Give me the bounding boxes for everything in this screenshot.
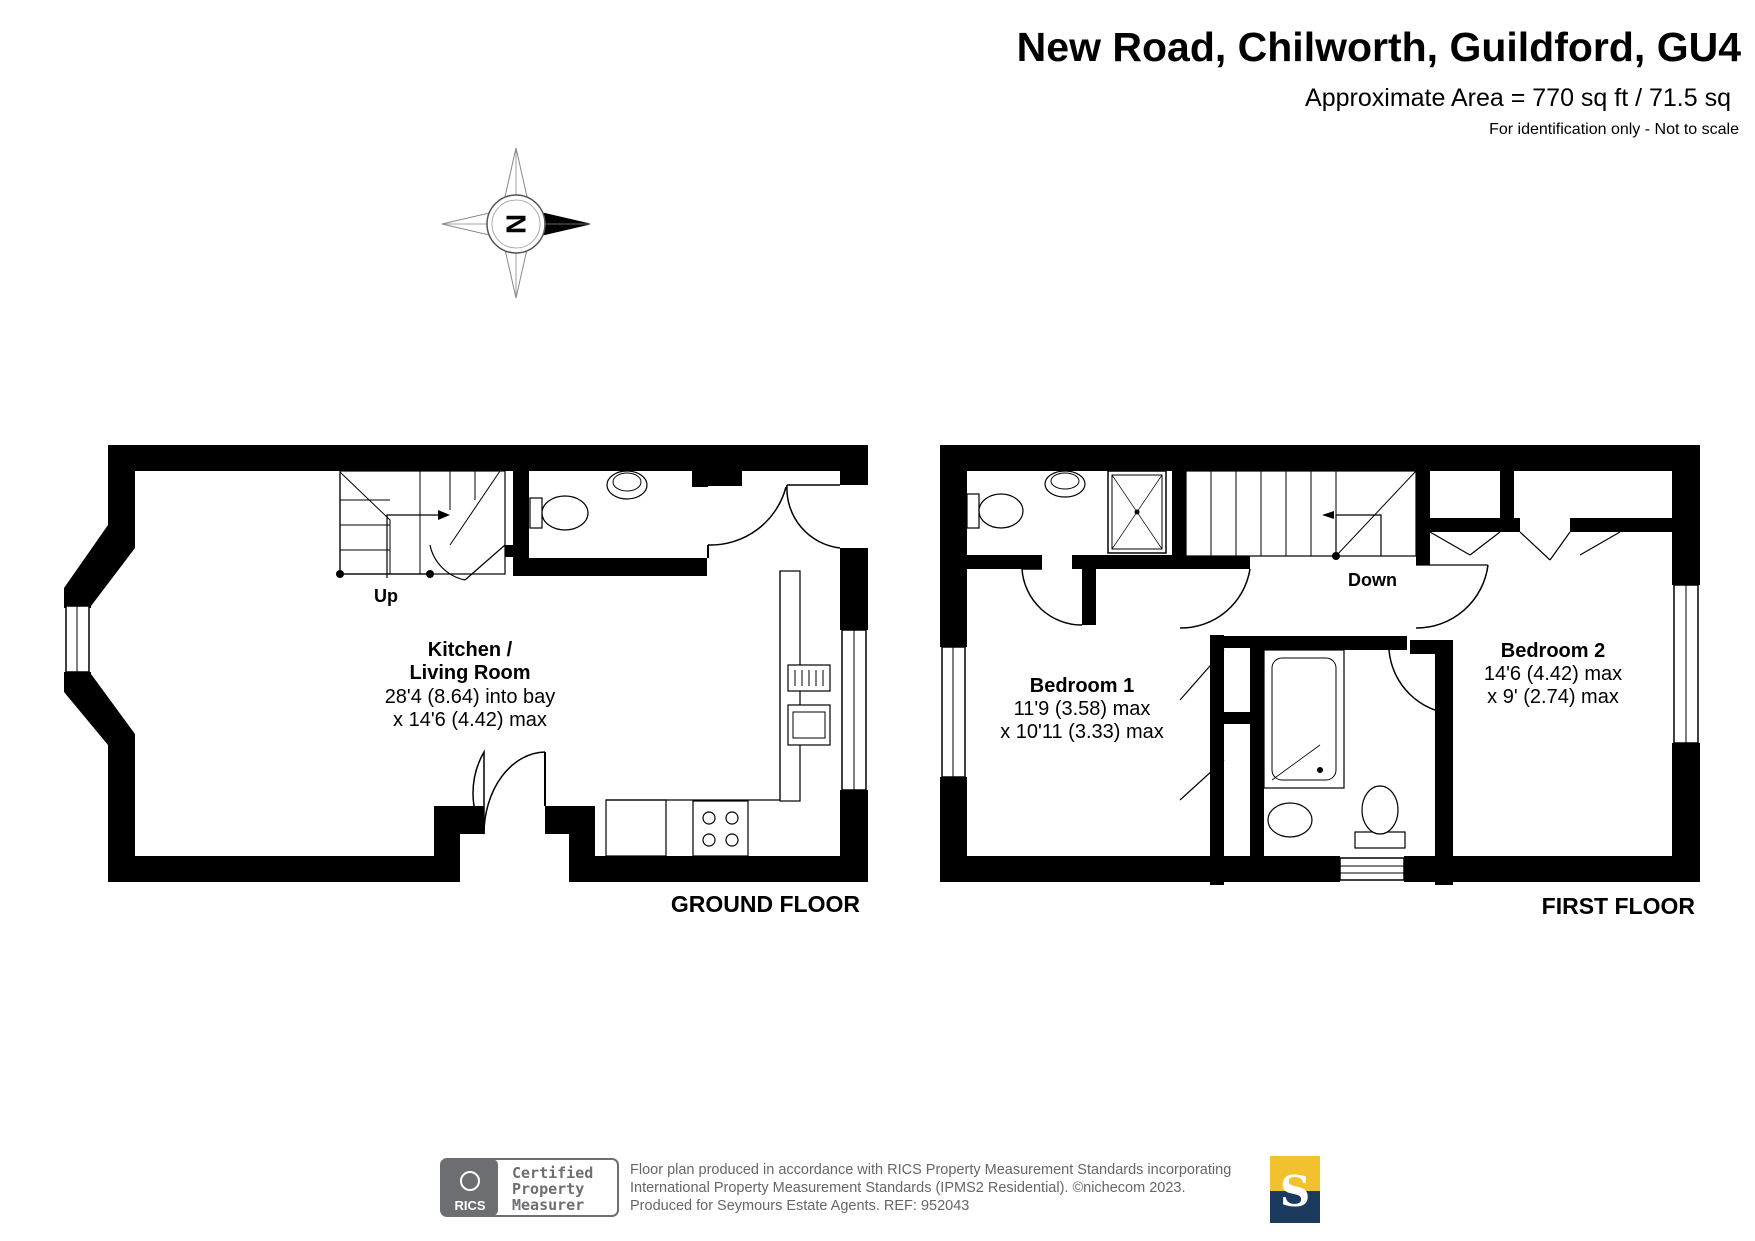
rics-logo-text: RICS: [454, 1198, 485, 1213]
footer-line-1: Floor plan produced in accordance with R…: [630, 1162, 1231, 1178]
room-dim-kitchen-1: 28'4 (8.64) into bay: [385, 686, 556, 708]
room-name-bedroom-1: Bedroom 1: [1030, 675, 1134, 697]
ground-floor-plan: [64, 445, 868, 882]
compass-north-label: N: [501, 214, 532, 234]
badge-line-3: Measurer: [512, 1196, 584, 1214]
agent-logo: S: [1270, 1156, 1320, 1223]
room-dim-bedroom-2-a: 14'6 (4.42) max: [1484, 663, 1622, 685]
first-floor-label: FIRST FLOOR: [1542, 893, 1696, 919]
ground-stairs-label: Up: [374, 586, 398, 606]
room-dim-bedroom-1-a: 11'9 (3.58) max: [1014, 698, 1151, 720]
rics-emblem-icon: [460, 1171, 480, 1191]
badge-line-2: Property: [512, 1180, 584, 1198]
rics-badge: RICS Certified Property Measurer: [440, 1158, 619, 1217]
page-title: New Road, Chilworth, Guildford, GU4: [1016, 24, 1741, 70]
first-floor-plan: [940, 445, 1700, 885]
room-dim-kitchen-2: x 14'6 (4.42) max: [393, 709, 547, 731]
ground-floor-label: GROUND FLOOR: [671, 891, 860, 917]
footer-line-2: International Property Measurement Stand…: [630, 1180, 1186, 1196]
compass-icon: N: [441, 147, 591, 299]
disclaimer: For identification only - Not to scale: [1489, 121, 1739, 138]
room-name-bedroom-2: Bedroom 2: [1501, 640, 1605, 662]
footer-line-3: Produced for Seymours Estate Agents. REF…: [630, 1198, 969, 1214]
room-name-kitchen-line1: Kitchen /: [428, 639, 513, 661]
approximate-area: Approximate Area = 770 sq ft / 71.5 sq: [1305, 84, 1731, 112]
badge-line-1: Certified: [512, 1164, 593, 1182]
room-name-kitchen-line2: Living Room: [409, 662, 530, 684]
agent-logo-letter: S: [1280, 1167, 1310, 1216]
room-dim-bedroom-1-b: x 10'11 (3.33) max: [1000, 721, 1164, 743]
first-stairs-label: Down: [1348, 570, 1397, 590]
room-dim-bedroom-2-b: x 9' (2.74) max: [1487, 686, 1619, 708]
